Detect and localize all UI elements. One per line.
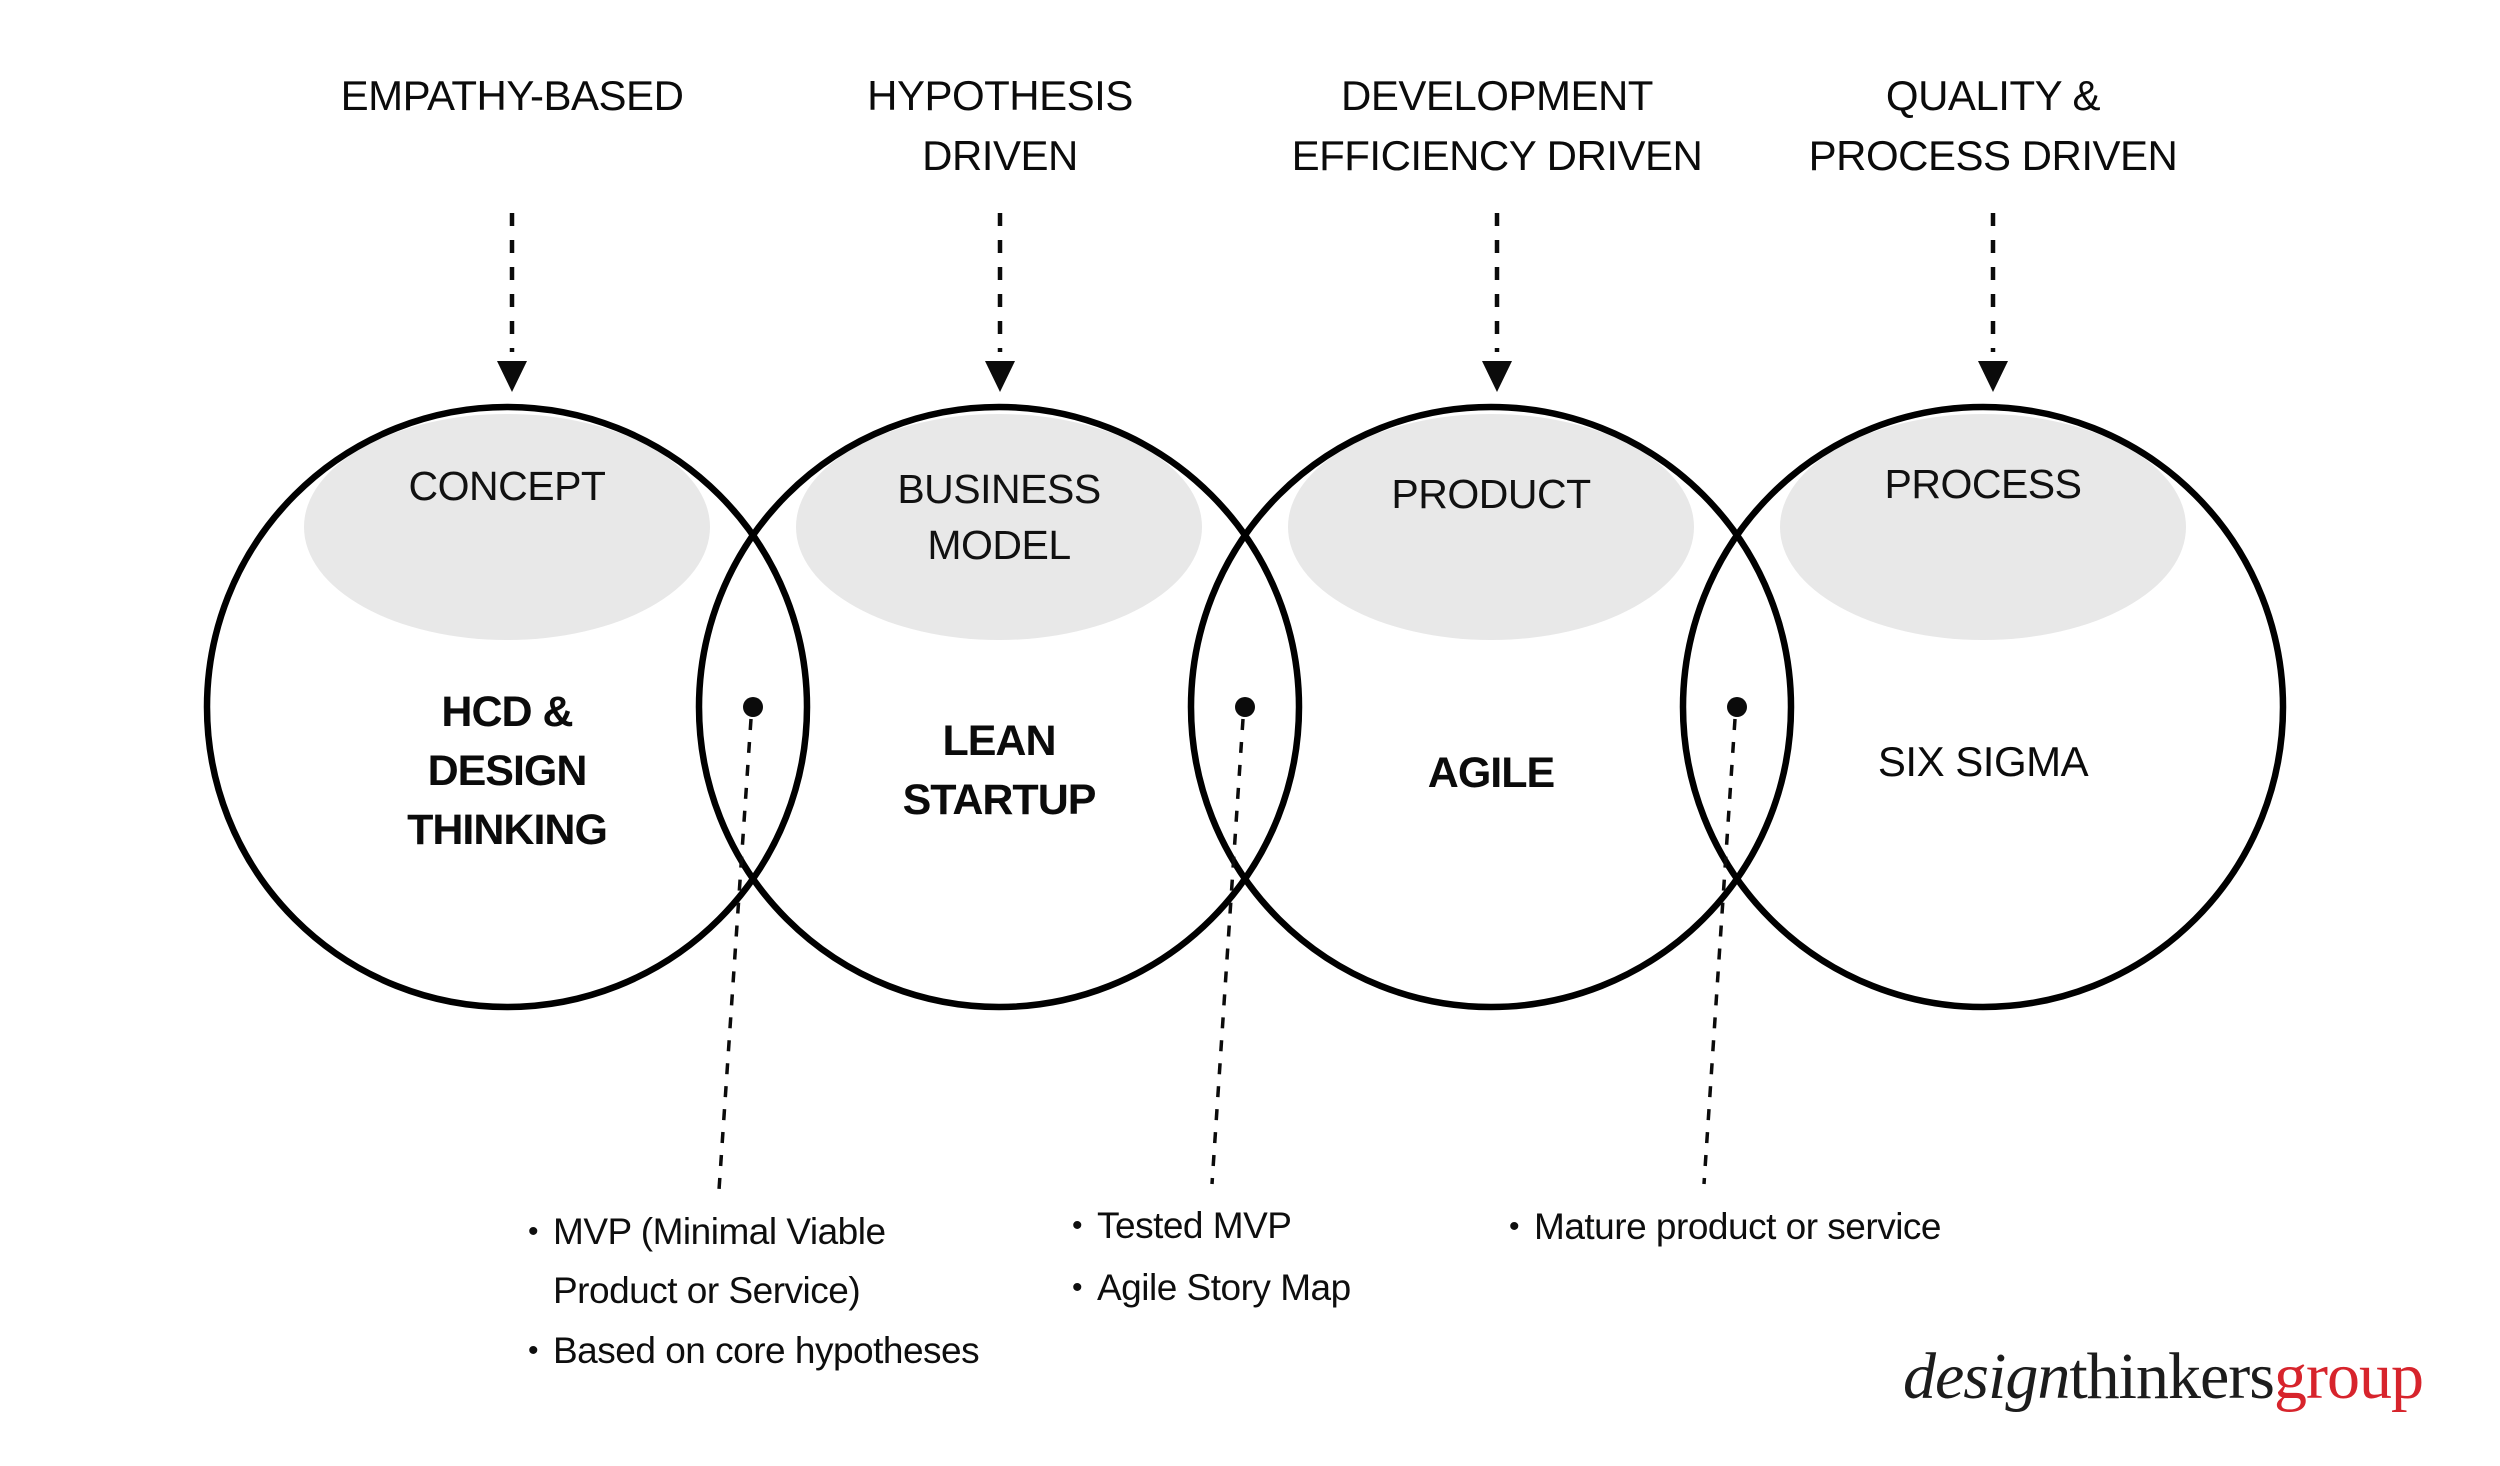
header-empathy-based: EMPATHY-BASED <box>341 72 684 119</box>
bullet-icon: • <box>528 1334 539 1367</box>
arrow-head-icon <box>985 361 1015 392</box>
method-lean-startup: LEAN STARTUP <box>903 717 1097 824</box>
intersection-dot <box>1727 697 1747 717</box>
annotation-line: MVP (Minimal Viable <box>553 1211 886 1252</box>
arrow-quality-process <box>1978 213 2008 392</box>
annotation-list-tested-mvp: • Tested MVP • Agile Story Map <box>1072 1205 1351 1308</box>
stage-zone-product <box>1288 414 1694 640</box>
stage-zone-business-model <box>796 414 1202 640</box>
annotation-line: Mature product or service <box>1534 1206 1941 1247</box>
method-agile: AGILE <box>1428 749 1555 797</box>
header-line: EMPATHY-BASED <box>341 72 684 119</box>
connector-mature-product <box>1702 697 1747 1185</box>
header-line: DEVELOPMENT <box>1341 72 1653 119</box>
stage-zone-process <box>1780 414 2186 640</box>
bullet-icon: • <box>1509 1210 1520 1243</box>
intersection-dot <box>743 697 763 717</box>
stage-label-business: BUSINESS <box>897 466 1100 512</box>
bullet-icon: • <box>528 1215 539 1248</box>
logo-part-thinkers: thinkers <box>2069 1340 2274 1413</box>
method-line: AGILE <box>1428 749 1554 797</box>
stage-label-concept: CONCEPT <box>409 463 606 509</box>
method-line: LEAN <box>942 717 1055 765</box>
bullet-icon: • <box>1072 1209 1083 1242</box>
header-line: DRIVEN <box>922 132 1078 179</box>
method-line: SIX SIGMA <box>1878 738 2089 785</box>
designthinkersgroup-logo: designthinkersgroup <box>1903 1340 2423 1413</box>
circle-hcd-design-thinking <box>203 403 811 1011</box>
arrow-head-icon <box>497 361 527 392</box>
arrow-development-efficiency <box>1482 213 1512 392</box>
logo-part-design: design <box>1903 1340 2069 1413</box>
method-line: HCD & <box>441 688 572 736</box>
circle-agile <box>1187 403 1795 1011</box>
circle-lean-startup <box>695 403 1303 1011</box>
connector-mvp <box>717 697 763 1191</box>
header-quality-process-driven: QUALITY & PROCESS DRIVEN <box>1809 72 2178 179</box>
header-development-efficiency-driven: DEVELOPMENT EFFICIENCY DRIVEN <box>1292 72 1703 179</box>
header-line: PROCESS DRIVEN <box>1809 132 2178 179</box>
method-six-sigma: SIX SIGMA <box>1878 738 2089 785</box>
bullet-icon: • <box>1072 1271 1083 1304</box>
method-line: STARTUP <box>903 776 1096 824</box>
circle-six-sigma <box>1679 403 2287 1011</box>
stage-label-product: PRODUCT <box>1391 471 1591 517</box>
annotation-list-mvp: • MVP (Minimal Viable Product or Service… <box>528 1211 980 1371</box>
stage-zone-concept <box>304 414 710 640</box>
stage-label-process: PROCESS <box>1885 461 2082 507</box>
annotation-list-mature-product: • Mature product or service <box>1509 1206 1942 1247</box>
arrow-hypothesis-driven <box>985 213 1015 392</box>
connector-dashed-line <box>1702 718 1737 1185</box>
annotation-line: Agile Story Map <box>1097 1267 1351 1308</box>
header-hypothesis-driven: HYPOTHESIS DRIVEN <box>867 72 1133 179</box>
header-line: EFFICIENCY DRIVEN <box>1292 132 1703 179</box>
connector-dashed-line <box>1210 718 1245 1185</box>
connector-tested-mvp <box>1210 697 1255 1185</box>
intersection-dot <box>1235 697 1255 717</box>
arrow-head-icon <box>1978 361 2008 392</box>
arrow-empathy-based <box>497 213 527 392</box>
connector-dashed-line <box>717 718 753 1191</box>
method-line: DESIGN <box>428 747 587 795</box>
header-line: HYPOTHESIS <box>867 72 1133 119</box>
annotation-line: Tested MVP <box>1097 1205 1291 1246</box>
stage-label-model: MODEL <box>927 522 1070 568</box>
annotation-line: Product or Service) <box>553 1270 860 1311</box>
logo-part-group: group <box>2274 1340 2423 1413</box>
method-hcd-design-thinking: HCD & DESIGN THINKING <box>407 688 608 854</box>
header-line: QUALITY & <box>1886 72 2101 119</box>
arrow-head-icon <box>1482 361 1512 392</box>
annotation-line: Based on core hypotheses <box>553 1330 979 1371</box>
method-line: THINKING <box>407 806 607 854</box>
